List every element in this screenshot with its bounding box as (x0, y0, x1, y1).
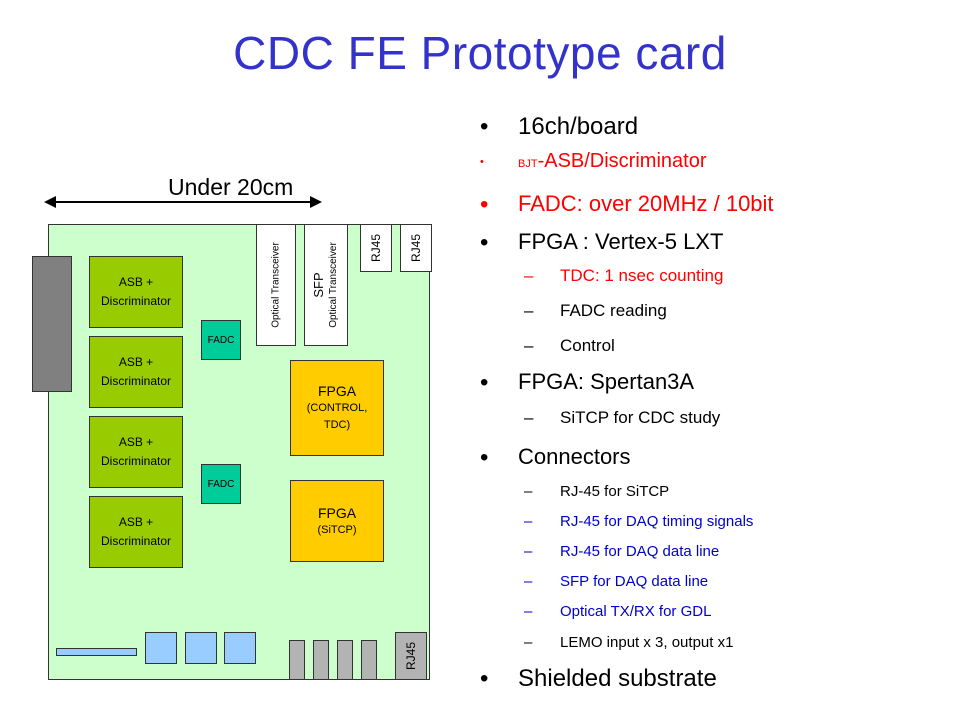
rj45-label: RJ45 (409, 233, 423, 263)
bullet-text: -ASB/Discriminator (537, 150, 707, 172)
bullet-text: Control (560, 336, 615, 355)
bullet-text: Optical TX/RX for GDL (560, 603, 712, 620)
rj45-label: RJ45 (369, 233, 383, 263)
expansion-slot (56, 648, 137, 656)
bullet-text: FADC reading (560, 301, 667, 320)
fadc-block: FADC (201, 464, 241, 504)
bullet-marker: • (480, 229, 489, 256)
lemo-connector-pad (224, 632, 256, 664)
dash-marker: – (524, 483, 533, 500)
dash-marker: – (524, 266, 534, 285)
bullet-text: FPGA: Spertan3A (518, 369, 695, 394)
fpga-role-line2: TDC) (323, 419, 351, 431)
dash-marker: – (524, 634, 533, 651)
lemo-connector (337, 640, 353, 680)
optical-transceiver-label: Optical Transceiver (328, 242, 339, 328)
bullet-text: 16ch/board (518, 113, 639, 140)
fadc-block: FADC (201, 320, 241, 360)
bullet-text: SiTCP for CDC study (560, 408, 721, 427)
fpga-role-line1: (CONTROL, (306, 402, 368, 414)
bullet-text: RJ-45 for DAQ timing signals (560, 513, 754, 530)
dash-marker: – (524, 513, 533, 530)
lemo-connector-pad (185, 632, 217, 664)
edge-connector (32, 256, 72, 392)
lemo-connector (289, 640, 305, 680)
slide-title: CDC FE Prototype card (233, 27, 727, 79)
fpga-control-block: FPGA (CONTROL, TDC) (290, 360, 384, 456)
bullet-text: LEMO input x 3, output x1 (560, 634, 734, 651)
bullet-marker: • (480, 444, 489, 471)
lemo-connector-pad (145, 632, 177, 664)
optical-transceiver-label: Optical Transceiver (270, 242, 282, 328)
dash-marker: – (524, 408, 534, 427)
fpga-sitcp-block: FPGA (SiTCP) (290, 480, 384, 562)
discriminator-label: Discriminator (100, 454, 171, 468)
dash-marker: – (524, 603, 533, 620)
optical-transceiver-1: Optical Transceiver (256, 224, 296, 346)
asb-discriminator-block: ASB + Discriminator (89, 336, 183, 408)
bullet-text: RJ-45 for DAQ data line (560, 543, 720, 560)
dash-marker: – (524, 543, 533, 560)
bullet-marker: • (480, 113, 489, 140)
sfp-label: SFP (311, 272, 326, 298)
bullet-text: Shielded substrate (518, 665, 717, 692)
board-width-arrow (44, 196, 322, 208)
board-width-label: Under 20cm (168, 174, 294, 200)
dash-marker: – (524, 573, 533, 590)
rj45-connector: RJ45 (400, 224, 432, 272)
asb-label: ASB + (118, 515, 154, 529)
sfp-optical-transceiver: SFP Optical Transceiver (304, 224, 348, 346)
rj45-connector: RJ45 (395, 632, 427, 680)
asb-label: ASB + (118, 435, 154, 449)
bullet-marker: • (480, 369, 489, 396)
discriminator-label: Discriminator (100, 374, 171, 388)
discriminator-label: Discriminator (100, 534, 171, 548)
asb-discriminator-block: ASB + Discriminator (89, 496, 183, 568)
asb-label: ASB + (118, 355, 154, 369)
bullet-text: SFP for DAQ data line (560, 573, 709, 590)
rj45-connector: RJ45 (360, 224, 392, 272)
dash-marker: – (524, 301, 534, 320)
bjt-prefix: BJT (518, 158, 538, 170)
bullet-text: FPGA : Vertex-5 LXT (518, 229, 724, 254)
asb-discriminator-block: ASB + Discriminator (89, 416, 183, 488)
bullet-marker: • (480, 156, 484, 168)
discriminator-label: Discriminator (100, 294, 171, 308)
asb-discriminator-block: ASB + Discriminator (89, 256, 183, 328)
fpga-label: FPGA (317, 383, 357, 399)
bullet-text: RJ-45 for SiTCP (560, 483, 670, 500)
bullet-marker: • (480, 191, 489, 218)
lemo-connector (313, 640, 329, 680)
rj45-label: RJ45 (404, 641, 418, 671)
fpga-role-line1: (SiTCP) (317, 523, 357, 536)
dash-marker: – (524, 336, 534, 355)
bullet-text: FADC: over 20MHz / 10bit (518, 191, 774, 216)
bullet-text: TDC: 1 nsec counting (560, 266, 724, 285)
lemo-connector (361, 640, 377, 680)
asb-label: ASB + (118, 275, 154, 289)
bullet-marker: • (480, 665, 489, 692)
bullet-text: Connectors (518, 444, 631, 469)
fpga-label: FPGA (317, 504, 357, 521)
